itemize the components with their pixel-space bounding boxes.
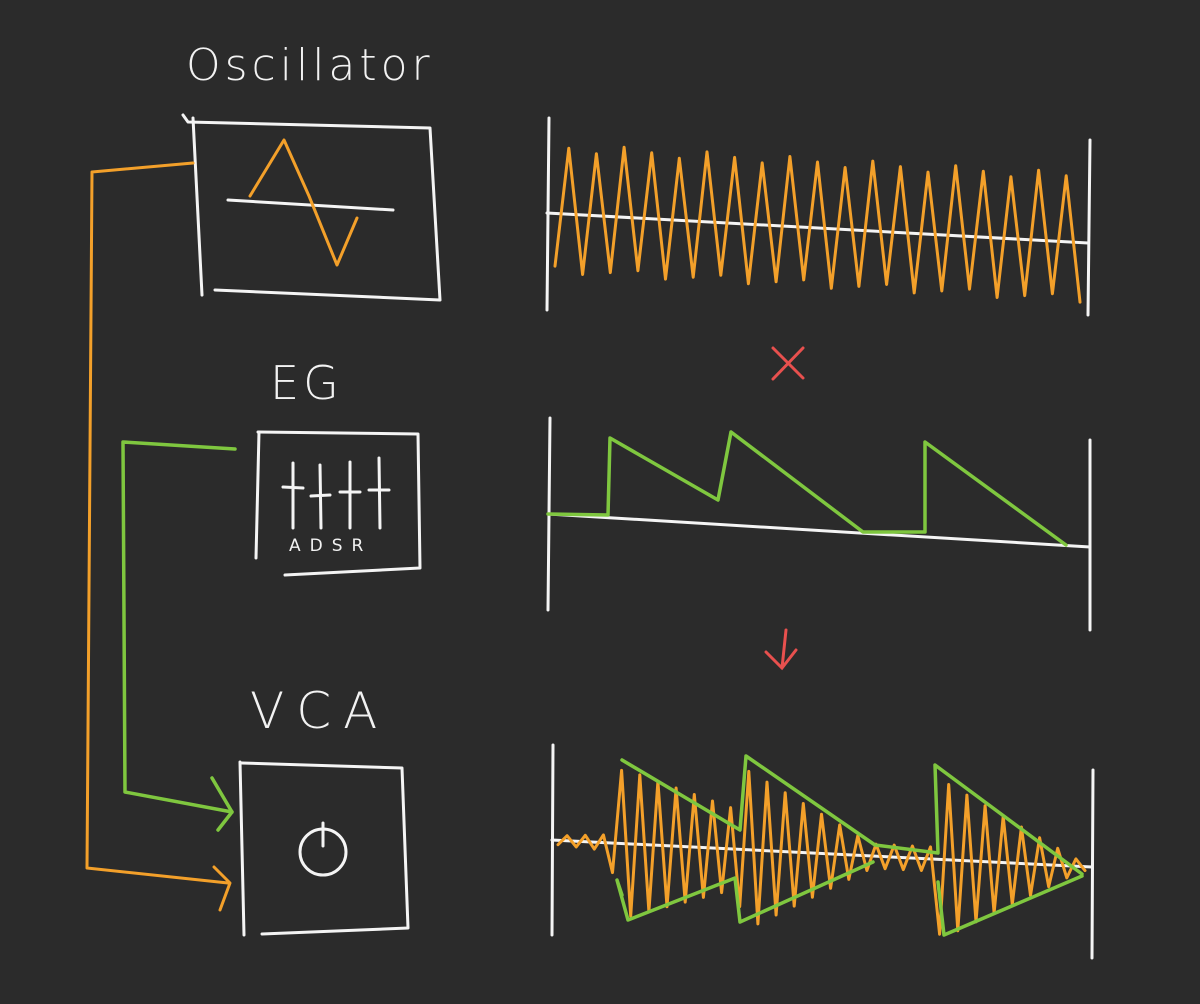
sine-wave-icon — [226, 138, 395, 267]
output-waveform — [556, 768, 1087, 936]
eg-to-vca-cable — [121, 440, 237, 832]
vca-title: VCA — [250, 682, 390, 740]
oscillator-graph-axes — [545, 116, 1092, 317]
oscillator-to-vca-cable — [85, 161, 232, 912]
output-graph-axes — [550, 743, 1095, 960]
vca-box — [238, 760, 410, 937]
multiply-icon — [771, 346, 805, 381]
oscillator-box — [181, 113, 442, 302]
adsr-labels: ADSR — [289, 536, 373, 556]
knob-icon — [298, 821, 348, 877]
eg-title: EG — [270, 356, 343, 410]
oscillator-waveform — [553, 145, 1082, 304]
envelope-waveform — [546, 430, 1068, 547]
output-envelope-outline — [615, 754, 1084, 937]
adsr-sliders-icon — [281, 456, 391, 530]
oscillator-title: Oscillator — [186, 40, 434, 91]
eg-box — [254, 430, 422, 577]
down-arrow-icon — [764, 628, 798, 671]
